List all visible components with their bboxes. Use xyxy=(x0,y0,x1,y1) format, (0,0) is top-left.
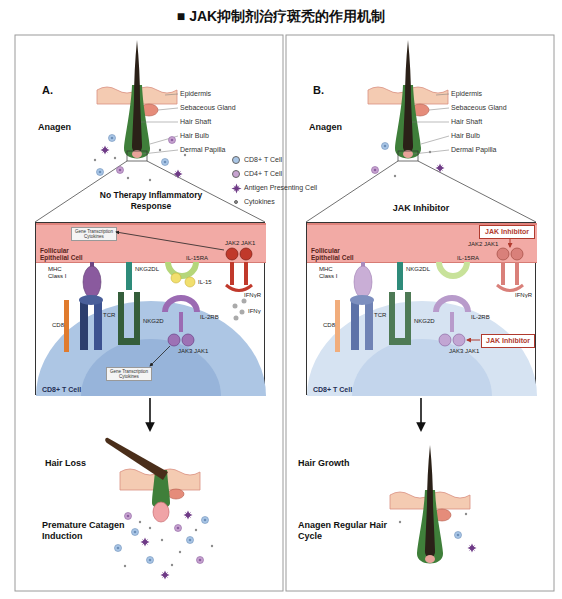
node-text: JAK Inhibitor xyxy=(482,335,534,347)
label-text: Hair Shaft xyxy=(451,118,482,126)
inhibitor-callout: JAK Inhibitor xyxy=(481,334,535,348)
label-text: IL-2RB xyxy=(200,314,219,321)
label-text: JAK3 JAK1 xyxy=(178,348,208,355)
label-text: TCR xyxy=(374,312,386,319)
label-text: JAK2 JAK1 xyxy=(225,240,255,247)
hair-follicle xyxy=(97,40,448,159)
label-text: Hair Shaft xyxy=(180,118,211,126)
label-text: NKG2D xyxy=(143,318,164,325)
label-text: Dermal Papilla xyxy=(451,146,497,154)
legend-symbol xyxy=(231,183,242,194)
t-cell: CD8+ T Cell xyxy=(307,301,537,396)
label-text: IL-2RB xyxy=(471,314,490,321)
label-text: IL-15RA xyxy=(457,255,479,262)
label-text: Epidermis xyxy=(180,90,211,98)
label-text: Anagen xyxy=(38,122,71,133)
legend-swatch xyxy=(234,200,238,204)
label-text: IL-15 xyxy=(198,279,212,286)
label-text: TCR xyxy=(103,312,115,319)
immune-cells xyxy=(94,135,445,182)
label-text: IFNγR xyxy=(515,292,532,299)
node-text: CD8+ T Cell xyxy=(42,386,81,393)
node-text: CD8+ T Cell xyxy=(313,386,352,393)
label-text: A. xyxy=(42,84,53,97)
label-text: MHC Class I xyxy=(48,266,72,280)
diagram-title: ■ JAK抑制剂治疗斑秃的作用机制 xyxy=(0,8,562,25)
zoom-outline xyxy=(35,151,536,222)
node-text: No Therapy Inflammatory Response xyxy=(92,190,210,212)
legend-symbol xyxy=(231,183,241,193)
label-text: NKG2DL xyxy=(406,266,430,273)
label-text: Sebaceous Gland xyxy=(180,104,236,112)
label-text: IL-15RA xyxy=(186,255,208,262)
node-text: Gene Transcription Cytokines xyxy=(71,227,117,241)
label-text: Hair Growth xyxy=(298,458,350,469)
label-text: Anagen xyxy=(309,122,342,133)
label-text: Hair Bulb xyxy=(180,132,209,140)
label-text: JAK2 JAK1 xyxy=(468,241,498,248)
label-text: CD8 xyxy=(323,322,335,329)
node-text: Follicular Epithelial Cell xyxy=(40,247,92,261)
hair-loss-illustration xyxy=(105,438,213,580)
t-cell: Gene Transcription CytokinesCD8+ T Cell xyxy=(36,301,266,396)
label-text: JAK3 JAK1 xyxy=(449,348,479,355)
receptors-treated xyxy=(335,238,523,352)
node-text: JAK Inhibitor xyxy=(307,203,535,214)
label-text: Premature Catagen Induction xyxy=(42,520,142,542)
legend-swatch xyxy=(232,170,240,178)
inhibitor-callout: JAK Inhibitor xyxy=(479,225,535,239)
label-text: Sebaceous Gland xyxy=(451,104,507,112)
label-text: NKG2DL xyxy=(135,266,159,273)
label-text: CD8 xyxy=(52,322,64,329)
label-text: IFNγR xyxy=(244,292,261,299)
legend-text: CD8+ T Cell xyxy=(244,156,282,164)
label-text: Epidermis xyxy=(451,90,482,98)
hair-growth-illustration xyxy=(390,445,477,564)
label-text: IFNγ xyxy=(248,308,261,315)
label-text: MHC Class I xyxy=(319,266,343,280)
legend-text: Antigen Presenting Cell xyxy=(244,184,317,192)
legend-text: Cytokines xyxy=(244,198,275,206)
panel-frame xyxy=(15,35,554,591)
node-text: Follicular Epithelial Cell xyxy=(311,247,363,261)
label-text: Anagen Regular Hair Cycle xyxy=(298,520,398,542)
legend-text: CD4+ T Cell xyxy=(244,170,282,178)
label-text: Dermal Papilla xyxy=(180,146,226,154)
label-text: Hair Bulb xyxy=(451,132,480,140)
leader-line xyxy=(141,94,449,154)
node-text: JAK Inhibitor xyxy=(480,226,534,238)
legend-swatch xyxy=(232,156,240,164)
label-text: Hair Loss xyxy=(45,458,86,469)
label-text: B. xyxy=(313,84,324,97)
label-text: NKG2D xyxy=(414,318,435,325)
flow-arrow xyxy=(150,398,421,430)
receptors-untreated xyxy=(64,232,252,366)
node-text: Gene Transcription Cytokines xyxy=(106,367,152,381)
